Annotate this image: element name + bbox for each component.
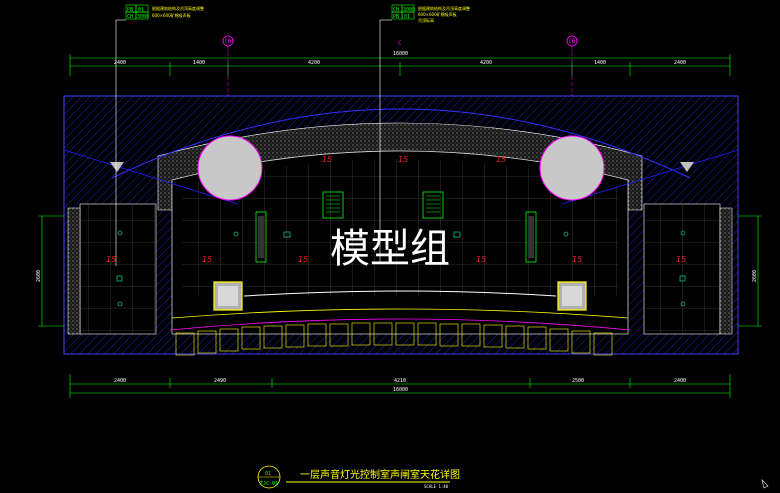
triangle-marker-left: [110, 162, 124, 172]
small-fixtures: [116, 230, 686, 307]
tag-right-pb: PB: [393, 14, 399, 20]
triangle-marker-right: [680, 162, 694, 172]
tag-left-note2: 600×600矿棉吸声板: [152, 12, 191, 18]
axis-label-a: (A): [224, 38, 235, 45]
vent-right: [422, 191, 444, 219]
seating-row: [175, 322, 613, 356]
lamp-label: 15: [496, 155, 506, 164]
tag-right-ch: CH: [393, 7, 399, 13]
blue-arc-line: [111, 108, 691, 179]
side-dim-right: 2600: [752, 270, 758, 282]
round-diffuser-right: [539, 135, 605, 201]
top-dim-5: 1400: [594, 60, 606, 66]
right-room-grid: [644, 204, 720, 334]
central-ceiling-grid: [182, 159, 618, 296]
linear-light-left: [255, 211, 267, 263]
tag-right-ch-no: 3000: [403, 7, 415, 13]
top-dim-4: 4200: [480, 60, 492, 66]
ceiling-lamps: 15 15 15 15 15 15 15 15 15: [106, 155, 686, 264]
left-room-grid: [80, 204, 156, 334]
blue-diagonal-right: [561, 149, 739, 205]
right-side-wall: [719, 207, 733, 335]
tag-left-ch-no: 3000: [137, 14, 149, 20]
tag-left-ch: CH: [127, 14, 133, 20]
tag-right-pb-no: 01: [404, 14, 410, 20]
bottom-dimension-chain: 2400 2490 4210 2500 2400 16000: [69, 374, 731, 398]
tag-left-note1: 根据建筑结构及吊顶高度调整: [152, 5, 204, 11]
bottom-dim-total: 16000: [393, 387, 408, 393]
linear-light-left-inner: [258, 216, 264, 258]
top-dim-total: 16000: [393, 51, 408, 57]
top-dim-2: 1400: [193, 60, 205, 66]
lamp-label: 15: [572, 255, 582, 264]
tag-left-pb-no: 01: [138, 7, 144, 13]
material-tag-left: PB 01 CH 3000 根据建筑结构及吊顶高度调整 600×600矿棉吸声板: [125, 4, 204, 20]
axis-markers: (A) C (B): [222, 35, 579, 96]
side-dimension-right: 2600: [738, 215, 762, 327]
lamp-label: 15: [322, 155, 332, 164]
bottom-dim-5: 2400: [674, 378, 686, 384]
lamp-label: 15: [298, 255, 308, 264]
title-sheet: TJC-01: [260, 481, 278, 487]
tag-right-note2: 600×600矿棉吸声板: [418, 11, 457, 17]
top-dimension-chain: 2400 1400 4200 4200 1400 2400 16000: [69, 51, 731, 76]
watermark-text: 模型组: [330, 226, 450, 272]
lamp-label: 15: [202, 255, 212, 264]
drawing-title: 一层声音灯光控制室声闸室天花详图: [300, 468, 460, 481]
left-side-wall: [67, 207, 81, 335]
lamp-label: 15: [398, 155, 408, 164]
top-dim-3: 4200: [308, 60, 320, 66]
side-dimension-left: 2600: [36, 215, 64, 327]
tag-right-note1: 根据建筑结构及吊顶高度调整: [418, 5, 470, 11]
bottom-dim-1: 2400: [114, 378, 126, 384]
seating-edge: [171, 308, 629, 319]
axis-label-c: C: [398, 40, 402, 47]
access-panel-right-inner: [562, 286, 582, 306]
stage-edge: [243, 290, 557, 297]
title-block: 01 TJC-01 一层声音灯光控制室声闸室天花详图 SCALE 1:40: [257, 465, 460, 489]
lamp-label: 15: [476, 255, 486, 264]
round-diffuser-left: [197, 135, 263, 201]
side-dim-left: 2600: [36, 270, 42, 282]
drawing-scale: SCALE 1:40: [424, 484, 449, 489]
axis-label-b: (B): [568, 38, 579, 45]
tag-left-pb: PB: [127, 7, 133, 13]
linear-light-right: [525, 211, 537, 263]
seating-arc: [169, 318, 631, 331]
lamp-label: 15: [106, 255, 116, 264]
vent-left: [322, 191, 344, 219]
bottom-dim-3: 4210: [394, 378, 406, 384]
north-arrow-icon: [761, 479, 769, 489]
linear-light-right-inner: [528, 216, 534, 258]
top-dim-6: 2400: [674, 60, 686, 66]
access-panel-left-inner: [218, 286, 238, 306]
bottom-dim-2: 2490: [214, 378, 226, 384]
title-number: 01: [265, 471, 271, 477]
tag-right-note3: 吊顶标高: [418, 17, 434, 23]
material-tag-right: CH 3000 PB 01 根据建筑结构及吊顶高度调整 600×600矿棉吸声板…: [391, 4, 470, 23]
bottom-dim-4: 2500: [572, 378, 584, 384]
top-dim-1: 2400: [114, 60, 126, 66]
blue-diagonal-left: [63, 149, 239, 205]
building-outline: [63, 95, 739, 355]
lamp-label: 15: [676, 255, 686, 264]
